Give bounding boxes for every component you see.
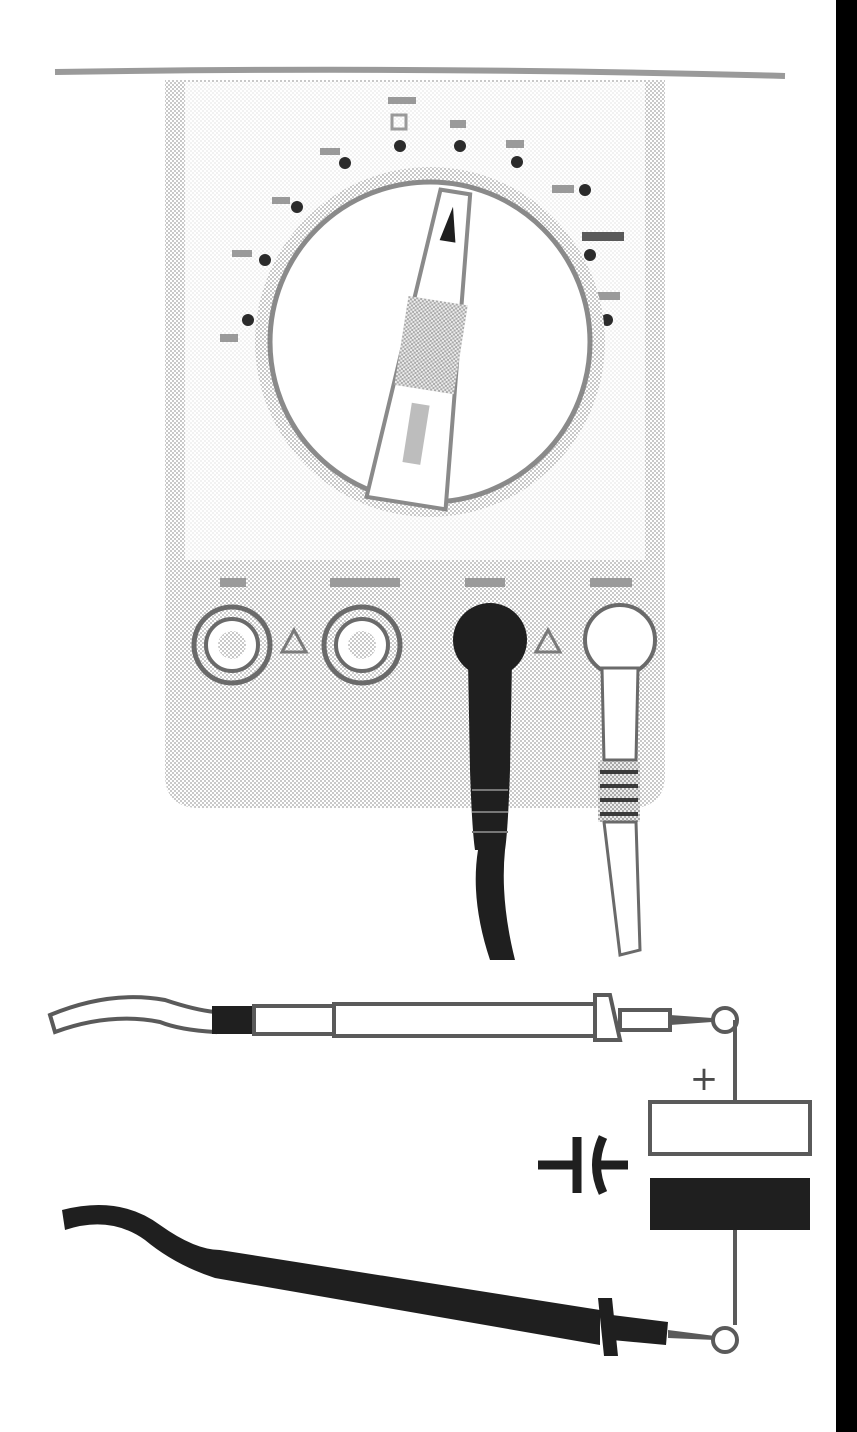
scale-dot bbox=[259, 254, 271, 266]
warning-triangle-icon bbox=[533, 626, 563, 654]
edge-strip bbox=[836, 0, 857, 1432]
jack-labels bbox=[220, 578, 632, 587]
white-lead-plug[interactable] bbox=[583, 603, 657, 957]
dial-scale-markers bbox=[220, 97, 624, 342]
jack-10a[interactable] bbox=[191, 604, 273, 686]
capacitor-symbol-icon bbox=[538, 1135, 628, 1195]
scale-dot bbox=[291, 201, 303, 213]
scale-dot bbox=[394, 140, 406, 152]
black-lead-plug[interactable] bbox=[453, 603, 527, 960]
warning-triangle-icon bbox=[279, 626, 309, 654]
meter-top-edge bbox=[54, 66, 786, 79]
probe-icon[interactable] bbox=[47, 993, 739, 1042]
capacitor-positive-plate bbox=[648, 1100, 812, 1156]
scale-dot bbox=[579, 184, 591, 196]
capacitor-negative-plate bbox=[650, 1178, 810, 1230]
polarity-plus-sign: + bbox=[690, 1059, 719, 1099]
scale-dot bbox=[511, 156, 523, 168]
scale-dot bbox=[584, 249, 596, 261]
scale-dot bbox=[339, 157, 351, 169]
scale-dot bbox=[454, 140, 466, 152]
probe-icon[interactable] bbox=[62, 1205, 739, 1356]
scale-dot bbox=[242, 314, 254, 326]
jack-ma[interactable] bbox=[321, 604, 403, 686]
probe-tip-contact bbox=[711, 1326, 739, 1354]
dial-pointer[interactable] bbox=[364, 186, 495, 512]
scale-dot bbox=[601, 314, 613, 326]
